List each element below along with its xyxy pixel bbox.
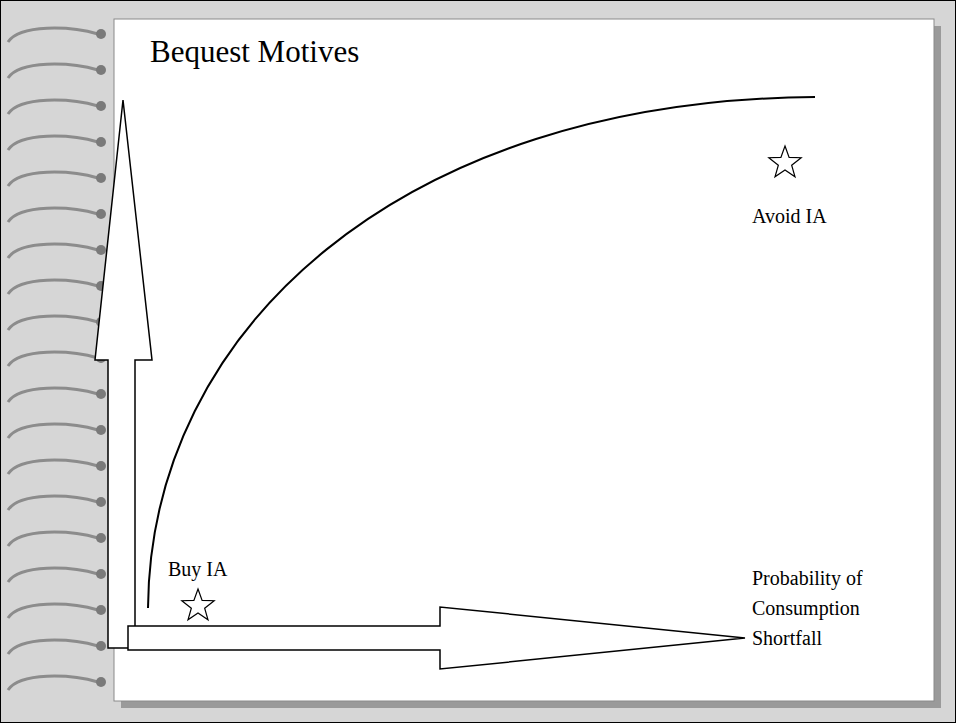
- ring-hole: [96, 497, 106, 507]
- ring-wire: [8, 388, 98, 402]
- ring-wire: [8, 100, 98, 114]
- ring-hole: [96, 65, 106, 75]
- point-label: Buy IA: [168, 557, 227, 581]
- vertical-axis-arrow: [95, 100, 152, 648]
- ring-hole: [96, 101, 106, 111]
- ring-wire: [8, 604, 98, 618]
- ring-wire: [8, 136, 98, 150]
- ring-hole: [96, 137, 106, 147]
- ring-hole: [96, 605, 106, 615]
- ring-wire: [8, 316, 98, 330]
- ring-hole: [96, 389, 106, 399]
- ring-hole: [96, 461, 106, 471]
- ring-hole: [96, 29, 106, 39]
- curve: [148, 97, 815, 608]
- ring-hole: [96, 677, 106, 687]
- horizontal-axis-arrow: [128, 607, 745, 669]
- ring-wire: [8, 496, 98, 510]
- point-label: Avoid IA: [752, 204, 827, 228]
- ring-wire: [8, 676, 98, 690]
- axis-title: Probability of Consumption Shortfall: [752, 563, 877, 653]
- ring-hole: [96, 533, 106, 543]
- ring-wire: [8, 352, 98, 366]
- star-symbol: [182, 589, 214, 620]
- axis-title: Bequest Motives: [150, 34, 359, 70]
- ring-wire: [8, 172, 98, 186]
- notebook-page: [114, 19, 934, 701]
- ring-hole: [96, 209, 106, 219]
- ring-wire: [8, 640, 98, 654]
- ring-wire: [8, 208, 98, 222]
- ring-wire: [8, 28, 98, 42]
- ring-wire: [8, 460, 98, 474]
- star-symbol: [769, 146, 801, 177]
- ring-wire: [8, 568, 98, 582]
- spiral-binding: [8, 28, 106, 690]
- ring-wire: [8, 532, 98, 546]
- ring-hole: [96, 569, 106, 579]
- ring-hole: [96, 425, 106, 435]
- ring-hole: [96, 173, 106, 183]
- ring-hole: [96, 641, 106, 651]
- ring-wire: [8, 424, 98, 438]
- ring-wire: [8, 64, 98, 78]
- ring-hole: [96, 245, 106, 255]
- ring-wire: [8, 244, 98, 258]
- ring-wire: [8, 280, 98, 294]
